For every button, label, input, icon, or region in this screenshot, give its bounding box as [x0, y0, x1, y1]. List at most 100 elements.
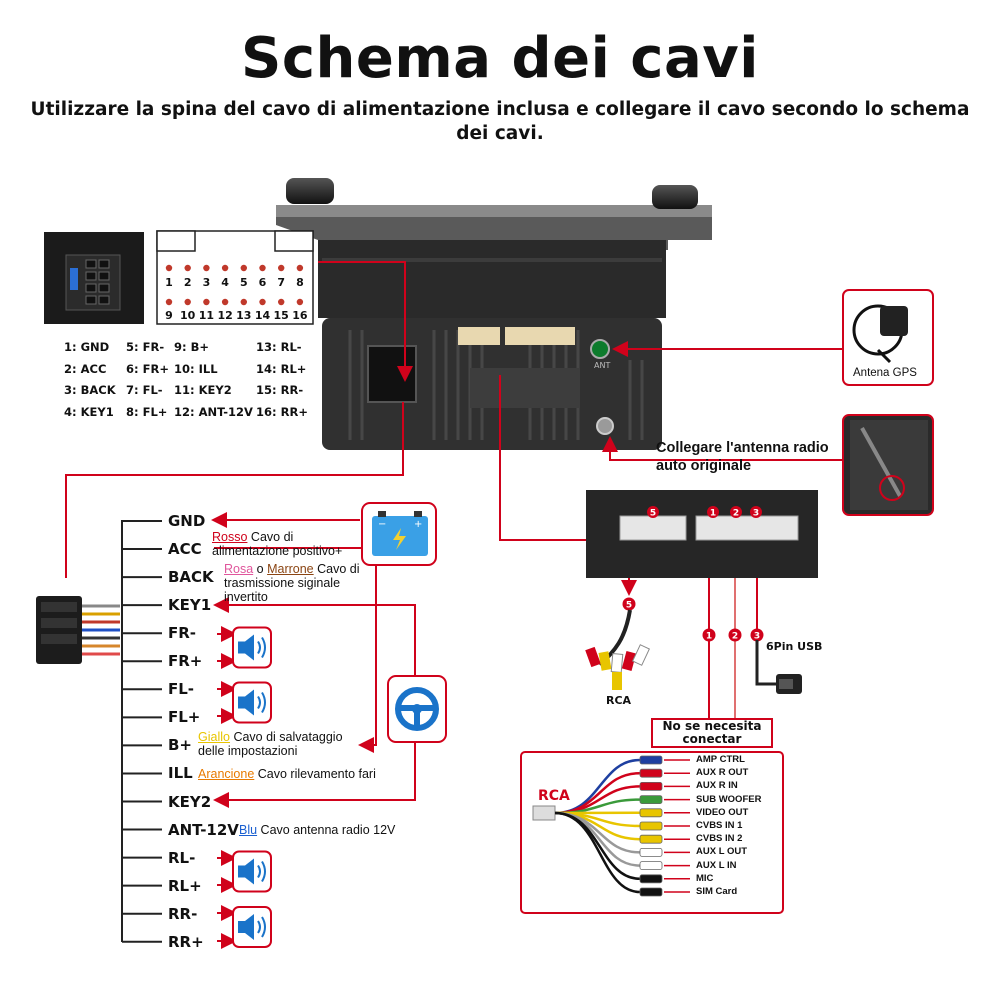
svg-text:−: −: [378, 519, 386, 530]
ant-port-label: ANT: [594, 361, 611, 370]
pin-list-entry: 5: FR-: [126, 340, 165, 354]
wire-label-ill: ILL: [168, 764, 193, 783]
pin-dots-top: [165, 264, 304, 272]
port-badge: [622, 597, 636, 611]
rca-output-label: VIDEO OUT: [696, 806, 749, 818]
bplus-color-word: Giallo: [198, 730, 230, 744]
head-unit-illustration: [276, 178, 712, 450]
sixpin-usb-label: 6Pin USB: [766, 640, 823, 653]
pin-number-top: 3: [202, 276, 211, 289]
pin-list-entry: 13: RL-: [256, 340, 302, 354]
rca-plug-icon: [639, 887, 663, 897]
pin-dot: [296, 298, 304, 306]
speaker-icon: [232, 626, 272, 669]
pin-list-entry: 7: FL-: [126, 383, 163, 397]
pin-dot: [259, 264, 266, 272]
ill-description: Arancione Cavo rilevamento fari: [198, 767, 418, 781]
svg-text:+: +: [414, 519, 422, 530]
acc-color-word: Rosso: [212, 530, 248, 544]
ant-color-word: Blu: [239, 823, 258, 837]
radio-antenna-label: Collegare l'antenna radio auto originale: [656, 440, 829, 474]
battery-box: − +: [361, 502, 437, 566]
gps-label: Antena GPS: [853, 367, 917, 379]
no-need-label: No se necesita conectar: [662, 719, 762, 746]
rca-plug-icon: [639, 821, 663, 831]
wire-label-rl-: RL+: [168, 876, 202, 895]
rca-small-label: RCA: [606, 694, 632, 707]
pin-number-bottom: 9: [165, 309, 173, 322]
usb-cable-icon: [755, 640, 802, 694]
port-badge: [702, 628, 716, 642]
wire-label-acc: ACC: [168, 540, 202, 559]
pin-number-top: 5: [239, 276, 248, 289]
connector-pinout-drawing: [156, 230, 314, 325]
rca-plug-icon: [639, 808, 663, 818]
back-color-word-2: Marrone: [267, 562, 314, 576]
port-badge: [707, 506, 719, 518]
port-badge-number: 1: [710, 509, 716, 519]
bplus-description-text: Cavo di salvataggio delle impostazioni: [198, 730, 343, 758]
pin-number-top: 2: [183, 276, 192, 289]
wire-label-key2: KEY2: [168, 792, 212, 811]
acc-description-text: Cavo di alimentazione positivo+: [212, 530, 343, 558]
port-badge: [750, 506, 762, 518]
pin-dot: [221, 264, 229, 272]
rca-plug-icon: [639, 755, 663, 765]
pin-list-entry: 3: BACK: [64, 383, 116, 397]
port-badge-number: 2: [732, 632, 738, 642]
ant-description: Blu Cavo antenna radio 12V: [239, 823, 439, 837]
pin-number-bottom: 10: [180, 309, 196, 322]
knob-left-icon: [286, 178, 334, 204]
wire-label-rr-: RR-: [168, 904, 198, 923]
port-badge-number: 5: [626, 601, 632, 611]
connector-photo: [44, 232, 144, 324]
port-badge-number: 2: [733, 509, 739, 519]
rca-output-label: MIC: [696, 872, 714, 884]
back-color-word-1: Rosa: [224, 562, 254, 576]
wire-label-b-: B+: [168, 736, 193, 755]
rca-output-label: CVBS IN 2: [696, 833, 743, 845]
rca-output-label: CVBS IN 1: [696, 820, 743, 831]
ill-description-text: Cavo rilevamento fari: [254, 767, 376, 781]
pin-dot: [240, 298, 247, 306]
pin-number-bottom: 16: [292, 309, 308, 322]
pin-dot: [296, 264, 304, 272]
bplus-description: Giallo Cavo di salvataggio delle imposta…: [198, 730, 360, 758]
pin-list-entry: 11: KEY2: [174, 383, 232, 397]
pin-number-bottom: 13: [236, 309, 252, 322]
page-subtitle: Utilizzare la spina del cavo di alimenta…: [30, 99, 970, 144]
rca-harness-box: [520, 751, 784, 914]
back-description: Rosa o Marrone Cavo di trasmissione sigi…: [224, 562, 366, 604]
pin-number-bottom: 14: [254, 309, 271, 322]
port-badge-number: 3: [754, 632, 760, 642]
acc-description: Rosso Cavo di alimentazione positivo+: [212, 530, 364, 558]
pin-list-entry: 4: KEY1: [64, 404, 114, 419]
antenna-port-icon: [596, 417, 614, 435]
wire-label-fr-: FR-: [168, 624, 197, 643]
back-description-text: Cavo di trasmissione siginale invertito: [224, 562, 360, 604]
wire-label-rr-: RR+: [168, 932, 204, 951]
rca-output-label: AUX L OUT: [696, 846, 748, 858]
rca-cable-small-icon: [585, 609, 650, 690]
pin-dot: [184, 298, 191, 306]
rca-output-label: AMP CTRL: [696, 754, 745, 765]
pin-dots-bottom: [165, 298, 304, 306]
rca-plug-icon: [639, 861, 663, 870]
pin-number-bottom: 12: [217, 309, 233, 322]
rca-output-label: SIM Card: [696, 886, 738, 897]
rca-plug-icon: [639, 834, 663, 844]
pin-list-entry: 2: ACC: [64, 361, 107, 376]
wire-label-fl-: FL-: [168, 680, 195, 699]
rca-output-label: AUX L IN: [696, 859, 737, 871]
rca-plug-icon: [639, 874, 663, 884]
pin-list-entry: 8: FL+: [126, 404, 168, 419]
port-badge: [750, 628, 764, 642]
pin-number-bottom: 11: [198, 309, 215, 322]
wire-label-gnd: GND: [168, 512, 206, 530]
pin-dot: [259, 298, 266, 306]
ill-color-word: Arancione: [198, 767, 255, 781]
steering-wheel-box: [387, 675, 447, 743]
wire-label-ant-12v: ANT-12V: [168, 820, 239, 839]
pin-dot: [221, 298, 229, 306]
